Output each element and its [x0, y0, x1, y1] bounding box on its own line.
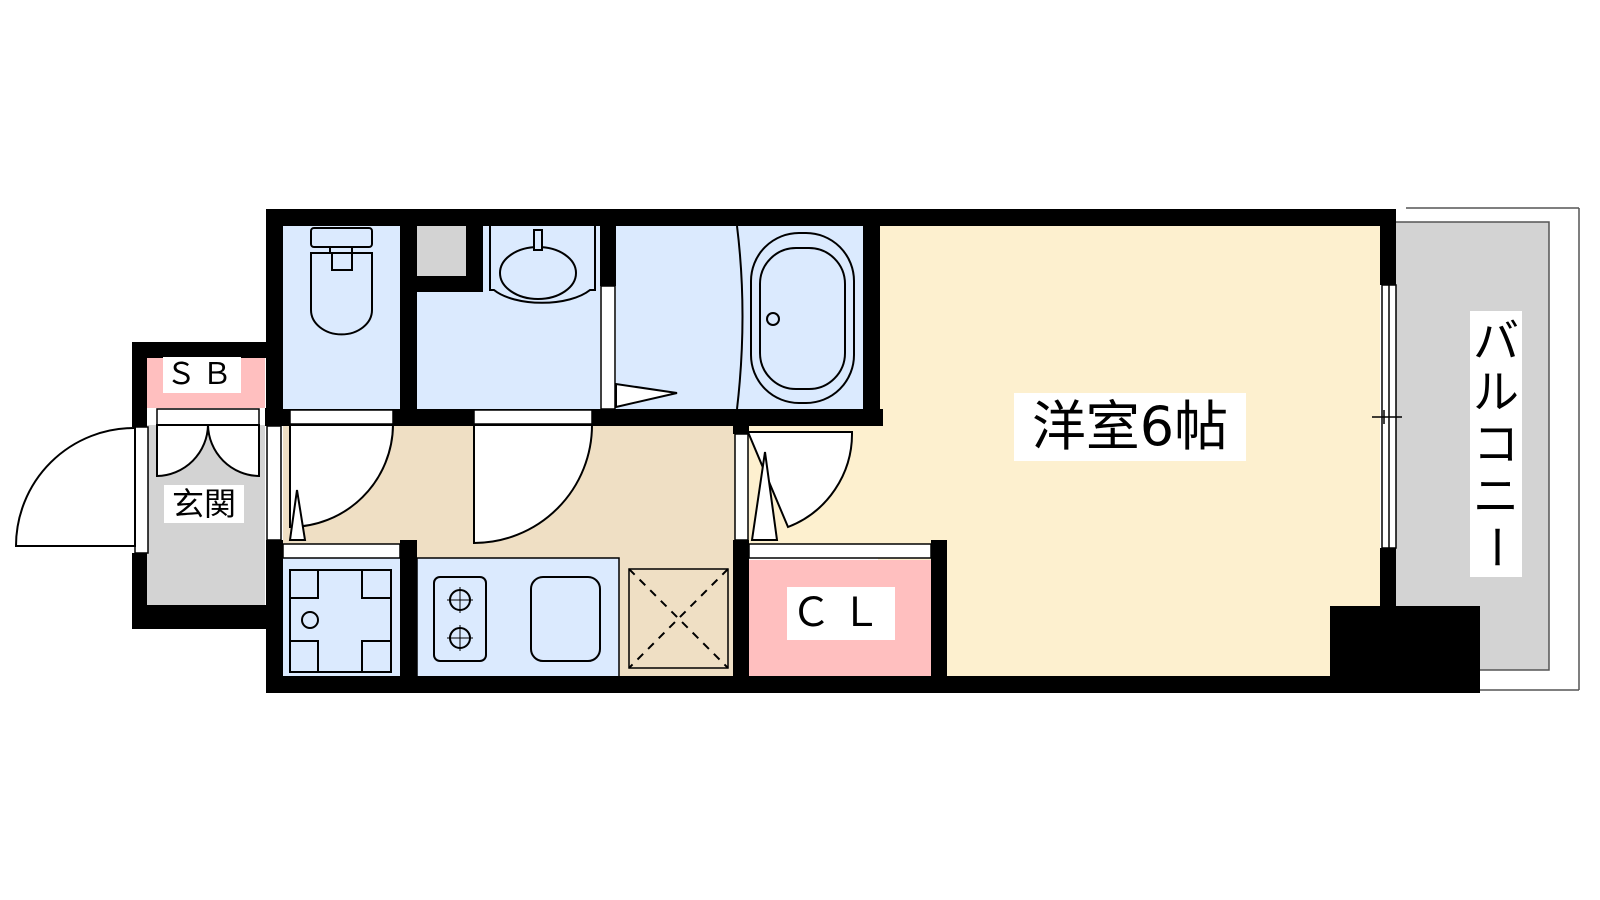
toilet-door-swing	[289, 424, 395, 529]
openings	[134, 284, 1402, 559]
walls	[132, 209, 1480, 693]
room-door-swing	[746, 431, 854, 529]
closet-door-frame	[748, 543, 932, 559]
entrance-slide-door-mark	[288, 489, 307, 541]
balcony-label-char: ニ	[1473, 468, 1519, 523]
balcony-area	[1389, 221, 1550, 671]
closet-label: ＣＬ	[787, 587, 895, 640]
balcony-label-char: コ	[1473, 416, 1519, 471]
shoe-box-door-frame	[156, 408, 260, 426]
washroom-door-swing	[473, 424, 594, 545]
bathtub-icon	[736, 225, 855, 410]
entrance-door-frame	[134, 426, 149, 554]
shoe-box-door-right	[206, 424, 260, 478]
two-burner-stove-icon	[433, 576, 487, 662]
laundry-door-frame	[282, 543, 401, 559]
washbasin-icon	[489, 226, 596, 304]
washroom-door-frame	[473, 409, 593, 425]
entrance-door-swing	[14, 426, 136, 547]
room-door-frame	[734, 433, 749, 541]
doors	[14, 382, 854, 547]
toilet-icon	[310, 227, 373, 336]
main-room-label: 洋室6帖	[1014, 393, 1246, 461]
bath-door-frame	[600, 285, 616, 410]
entrance-label: 玄関	[164, 485, 244, 523]
bath-door-mark	[615, 382, 678, 409]
toilet-door-frame	[289, 409, 394, 425]
entrance-inner-frame	[266, 425, 282, 541]
fixtures	[289, 225, 855, 673]
pipe-shaft	[417, 226, 466, 276]
balcony-label-char: バ	[1473, 313, 1519, 368]
balcony-label-char: ー	[1469, 524, 1523, 571]
balcony-label: バ ル コ ニ ー	[1469, 311, 1523, 577]
refrigerator-space-icon	[628, 568, 729, 669]
room-slide-door-mark	[750, 451, 779, 541]
balcony-label-char: ル	[1473, 365, 1519, 420]
shoe-box-label: ＳＢ	[163, 357, 241, 393]
washing-machine-pan-icon	[289, 569, 392, 673]
sink-icon	[530, 576, 601, 662]
